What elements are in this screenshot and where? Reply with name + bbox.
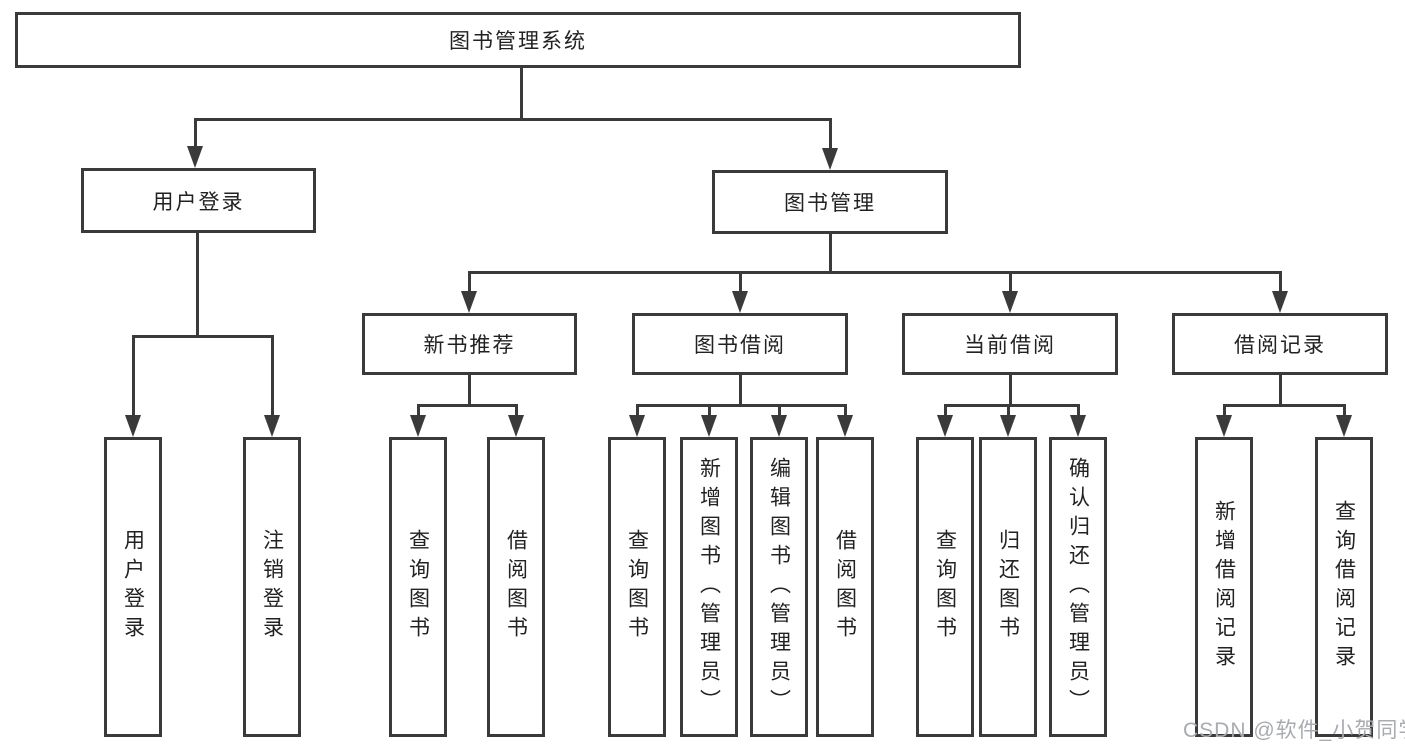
connector-line bbox=[196, 233, 199, 335]
node-query-books-borrowing: 查询图书 bbox=[608, 437, 666, 737]
connector-line bbox=[1007, 404, 1010, 415]
connector-line bbox=[739, 375, 742, 406]
node-label: 借阅图书 bbox=[504, 529, 528, 645]
arrowhead-icon bbox=[125, 415, 141, 437]
connector-line bbox=[468, 271, 1281, 274]
node-user-login: 用户登录 bbox=[81, 168, 316, 233]
connector-line bbox=[636, 404, 639, 415]
arrowhead-icon bbox=[629, 415, 645, 437]
node-label: 确认归还（管理员） bbox=[1066, 456, 1090, 718]
node-label: 查询图书 bbox=[933, 529, 957, 645]
node-add-book-admin: 新增图书（管理员） bbox=[680, 437, 738, 737]
node-label: 查询图书 bbox=[406, 529, 430, 645]
connector-line bbox=[194, 118, 197, 148]
node-label: 新增借阅记录 bbox=[1212, 500, 1236, 674]
connector-line bbox=[944, 404, 1079, 407]
arrowhead-icon bbox=[1002, 291, 1018, 313]
node-label: 图书借阅 bbox=[694, 334, 786, 357]
node-borrow-books-borrowing: 借阅图书 bbox=[816, 437, 874, 737]
node-label: 图书管理 bbox=[784, 192, 876, 215]
node-add-borrow-record: 新增借阅记录 bbox=[1195, 437, 1253, 737]
node-label: 查询图书 bbox=[625, 529, 649, 645]
node-return-books: 归还图书 bbox=[979, 437, 1037, 737]
node-query-books-current: 查询图书 bbox=[916, 437, 974, 737]
node-label: 用户登录 bbox=[121, 529, 145, 645]
node-edit-book-admin: 编辑图书（管理员） bbox=[750, 437, 808, 737]
connector-line bbox=[1223, 404, 1226, 415]
arrowhead-icon bbox=[1000, 415, 1016, 437]
connector-line bbox=[468, 271, 471, 291]
node-user-login-leaf: 用户登录 bbox=[104, 437, 162, 737]
node-label: 图书管理系统 bbox=[449, 30, 587, 53]
arrowhead-icon bbox=[822, 148, 838, 170]
node-current-borrowing: 当前借阅 bbox=[902, 313, 1118, 375]
connector-line bbox=[132, 335, 135, 415]
node-label: 借阅记录 bbox=[1234, 334, 1326, 357]
arrowhead-icon bbox=[461, 291, 477, 313]
connector-line bbox=[520, 68, 523, 118]
connector-line bbox=[1009, 375, 1012, 406]
connector-line bbox=[1279, 271, 1282, 291]
node-book-management: 图书管理 bbox=[712, 170, 948, 234]
node-label: 借阅图书 bbox=[833, 529, 857, 645]
node-label: 查询借阅记录 bbox=[1332, 500, 1356, 674]
node-book-borrowing: 图书借阅 bbox=[632, 313, 848, 375]
connector-line bbox=[739, 271, 742, 291]
connector-line bbox=[844, 404, 847, 415]
node-label: 归还图书 bbox=[996, 529, 1020, 645]
node-label: 编辑图书（管理员） bbox=[767, 456, 791, 718]
node-label: 当前借阅 bbox=[964, 334, 1056, 357]
arrowhead-icon bbox=[410, 415, 426, 437]
node-logout: 注销登录 bbox=[243, 437, 301, 737]
connector-line bbox=[271, 335, 274, 415]
arrowhead-icon bbox=[187, 146, 203, 168]
node-library-management-system: 图书管理系统 bbox=[15, 12, 1021, 68]
connector-line bbox=[417, 404, 420, 415]
connector-line bbox=[1279, 375, 1282, 406]
arrowhead-icon bbox=[937, 415, 953, 437]
connector-line bbox=[468, 375, 471, 406]
connector-line bbox=[708, 404, 711, 415]
node-label: 新书推荐 bbox=[423, 334, 516, 357]
connector-line bbox=[417, 404, 518, 407]
connector-line bbox=[778, 404, 781, 415]
connector-line bbox=[1343, 404, 1346, 415]
connector-line bbox=[944, 404, 947, 415]
connector-line bbox=[829, 118, 832, 148]
node-borrow-books-recommend: 借阅图书 bbox=[487, 437, 545, 737]
node-label: 用户登录 bbox=[152, 190, 245, 214]
arrowhead-icon bbox=[837, 415, 853, 437]
node-query-books-recommend: 查询图书 bbox=[389, 437, 447, 737]
arrowhead-icon bbox=[701, 415, 717, 437]
node-label: 新增图书（管理员） bbox=[697, 456, 721, 718]
connector-line bbox=[829, 234, 832, 272]
node-borrowing-records: 借阅记录 bbox=[1172, 313, 1388, 375]
arrowhead-icon bbox=[732, 291, 748, 313]
connector-line bbox=[1077, 404, 1080, 415]
arrowhead-icon bbox=[508, 415, 524, 437]
arrowhead-icon bbox=[1336, 415, 1352, 437]
node-confirm-return-admin: 确认归还（管理员） bbox=[1049, 437, 1107, 737]
connector-line bbox=[195, 118, 832, 121]
watermark-text: CSDN @软件_小贺同学 bbox=[1183, 719, 1405, 742]
node-label: 注销登录 bbox=[260, 529, 284, 645]
connector-line bbox=[1009, 271, 1012, 291]
connector-line bbox=[515, 404, 518, 415]
arrowhead-icon bbox=[1070, 415, 1086, 437]
arrowhead-icon bbox=[1272, 291, 1288, 313]
arrowhead-icon bbox=[771, 415, 787, 437]
connector-line bbox=[636, 404, 846, 407]
connector-line bbox=[1223, 404, 1345, 407]
node-new-book-recommendation: 新书推荐 bbox=[362, 313, 577, 375]
arrowhead-icon bbox=[264, 415, 280, 437]
arrowhead-icon bbox=[1216, 415, 1232, 437]
connector-line bbox=[132, 335, 274, 338]
node-query-borrow-record: 查询借阅记录 bbox=[1315, 437, 1373, 737]
